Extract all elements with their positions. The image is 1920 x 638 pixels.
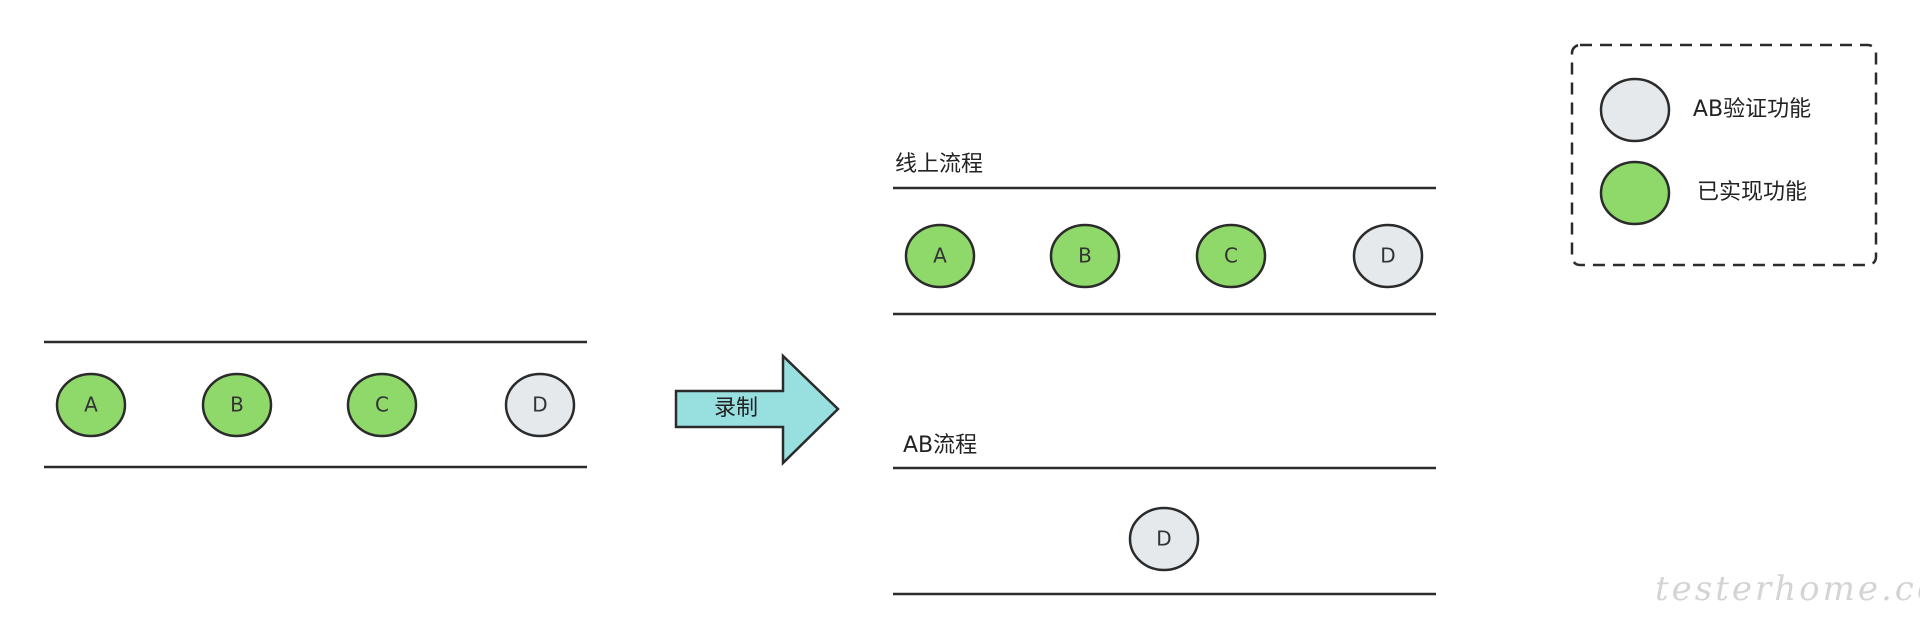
ab-flow-lane: AB流程 D — [893, 433, 1436, 596]
source-node-b-circle — [201, 372, 273, 438]
ab-flow-title: AB流程 — [903, 433, 977, 458]
online-node-d-label: D — [1380, 244, 1395, 268]
online-node-c-label: C — [1224, 244, 1238, 268]
source-node-a-circle — [55, 372, 127, 438]
ab-node-d: D — [1128, 506, 1200, 572]
online-node-b-label: B — [1078, 244, 1092, 268]
online-node-d: D — [1352, 223, 1424, 289]
record-arrow-label: 录制 — [714, 396, 758, 421]
source-node-c: C — [346, 372, 418, 438]
legend-swatch-implemented — [1599, 160, 1671, 226]
online-flow-nodes: A B C D — [904, 223, 1424, 289]
source-node-d: D — [504, 372, 576, 438]
legend-item-ab-test: AB验证功能 — [1599, 77, 1811, 143]
online-flow-title: 线上流程 — [895, 152, 983, 177]
online-node-c: C — [1195, 223, 1267, 289]
legend-label-ab-test: AB验证功能 — [1693, 97, 1811, 122]
source-node-a: A — [55, 372, 127, 438]
online-node-a: A — [904, 223, 976, 289]
source-flow-lane: A B C D — [44, 340, 587, 469]
legend-box — [1570, 43, 1878, 267]
source-node-b: B — [201, 372, 273, 438]
online-node-c-circle — [1195, 223, 1267, 289]
online-node-b-circle — [1049, 223, 1121, 289]
online-node-b: B — [1049, 223, 1121, 289]
record-arrow: 录制 — [674, 353, 840, 466]
online-node-a-circle — [904, 223, 976, 289]
record-arrow-shape — [674, 353, 840, 466]
online-node-a-label: A — [933, 244, 947, 268]
source-node-c-label: C — [375, 393, 389, 417]
ab-node-d-circle — [1128, 506, 1200, 572]
source-node-c-circle — [346, 372, 418, 438]
online-node-d-circle — [1352, 223, 1424, 289]
source-node-b-label: B — [230, 393, 244, 417]
legend-item-implemented: 已实现功能 — [1599, 160, 1807, 226]
watermark: testerhome.com — [1655, 569, 1920, 609]
legend-swatch-ab-test — [1599, 77, 1671, 143]
online-flow-lane: 线上流程 A B C D — [893, 152, 1436, 316]
source-flow-nodes: A B C D — [55, 372, 576, 438]
ab-flow-nodes: D — [1128, 506, 1200, 572]
source-node-d-circle — [504, 372, 576, 438]
source-node-a-label: A — [84, 393, 98, 417]
legend-label-implemented: 已实现功能 — [1697, 180, 1807, 205]
ab-node-d-label: D — [1156, 527, 1171, 551]
source-node-d-label: D — [532, 393, 547, 417]
